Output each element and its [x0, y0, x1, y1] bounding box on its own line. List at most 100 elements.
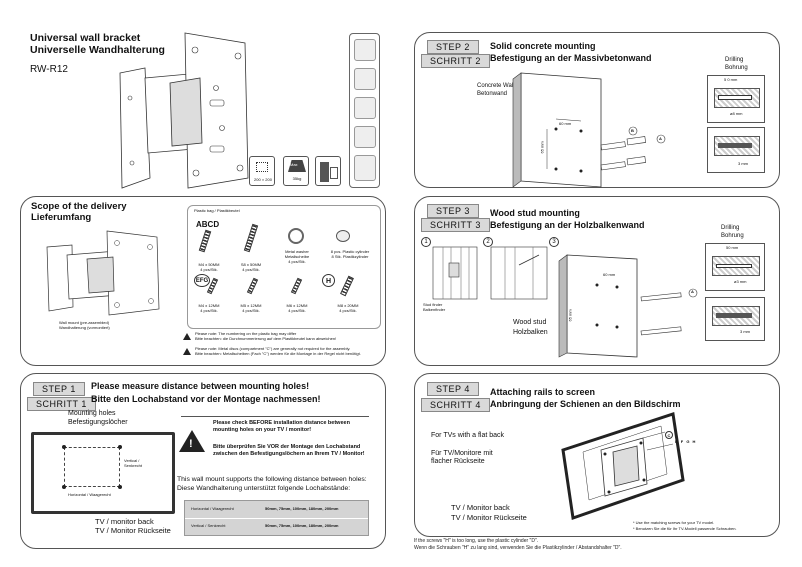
washer-icon [288, 228, 304, 244]
drill-gap: 3 mm [740, 329, 750, 334]
warning-icon [183, 348, 191, 355]
note2-de: Bitte beachten: Metallscheiben (Fach "C"… [195, 351, 361, 356]
drill-icon [354, 39, 376, 61]
step4-badge-de: SCHRITT 4 [421, 398, 490, 412]
part-qty: 4 pcs/Stk. [200, 308, 218, 313]
scope-title-en: Scope of the delivery [31, 201, 127, 212]
footer-line-2: Wenn die Schrauben "H" zu lang sind, ver… [414, 545, 622, 551]
part-qty: 4 pcs/Stk. [200, 267, 218, 272]
drilling-detail-1: 5 0 mm ø8 mm [707, 75, 765, 123]
step3-title-en: Wood stud mounting [490, 208, 580, 218]
screw-note-de: * Benutzen Sie die für Ihr TV-Modell pas… [633, 526, 737, 531]
stud-finder-en: Stud finder [423, 302, 443, 307]
tv-with-rails-diagram [561, 412, 685, 521]
label-b: B [631, 128, 634, 133]
row-values: 50mm, 75mm, 100mm, 180mm, 200mm [265, 506, 339, 511]
part-qty: 4 pcs/Stk. [242, 267, 260, 272]
part-qty: 4 pcs/Stk. [339, 308, 357, 313]
label-a: A [691, 289, 694, 294]
stud-finder-de: Balkenfinder [423, 307, 446, 312]
bag-label: Plastic bag / Plastikbeutel [194, 208, 240, 213]
tilt-icon [315, 156, 341, 186]
scope-title-de: Lieferumfang [31, 212, 92, 223]
drilling-detail-2: 3 mm [705, 297, 765, 341]
drill-depth: 5 0 mm [724, 77, 738, 82]
step1-badge-de: SCHRITT 1 [27, 397, 96, 411]
hammer-icon [354, 97, 376, 119]
vertical-label: Vertical / Senkrecht [124, 458, 143, 468]
step3-badge-de: SCHRITT 3 [421, 218, 490, 232]
letter-h: H [322, 274, 335, 287]
part-label: M5 x 12MM [240, 303, 262, 308]
note1-en: Please note: The numbering on the plasti… [195, 331, 297, 336]
substep-2: 2 [483, 237, 493, 247]
step4-title-de: Anbringung der Schienen an den Bildschir… [490, 399, 681, 409]
part-label: S8 x 50MM [240, 262, 262, 267]
vesa-icon: 200 × 200 [249, 156, 275, 186]
plastic-cylinder-icon [336, 230, 350, 242]
screw-icon [246, 277, 259, 295]
part-qty: 4 pcs/Stk. [288, 259, 306, 264]
drill-depth: 50 mm [726, 245, 739, 250]
step3-badge-en: STEP 3 [427, 204, 479, 218]
flat-back-de-1: Für TV/Monitore mit [431, 450, 493, 457]
tv-back-label-de: TV / Monitor Rückseite [95, 526, 171, 535]
tv-back-diagram: Vertical / Senkrecht Horizontal / Waager… [31, 432, 175, 514]
dim-horizontal: 60 mm [559, 121, 572, 126]
part-label: Metal washer [285, 249, 309, 254]
part-label: M8 x 20MM [337, 303, 359, 308]
wood-stud-wall-diagram [558, 254, 698, 358]
dim-vertical: 65 mm [567, 309, 573, 322]
wall-bracket-illustration [119, 32, 249, 189]
step2-badge-de: SCHRITT 2 [421, 54, 490, 68]
wall-label-en: Concrete Wall [477, 83, 515, 89]
note2-en: Please note: Metal discs (compartment "C… [195, 346, 351, 351]
part-label: 8 Stk. Plastikzylinder [331, 254, 369, 259]
flat-back-en: For TVs with a flat back [431, 432, 505, 439]
hole-pattern [64, 447, 120, 487]
labels-efgh: E F G H [675, 439, 697, 444]
flat-back-de-2: flacher Rückseite [431, 458, 485, 465]
part-label: M6 x 12MM [286, 303, 308, 308]
part-qty: 4 pcs/Stk. [242, 308, 260, 313]
wood-stud-de: Holzbalken [513, 329, 548, 336]
supports-en: This wall mount supports the following d… [177, 476, 367, 483]
drilling-label-de: Bohrung [725, 65, 748, 71]
scope-panel: Scope of the delivery Lieferumfang Wall … [20, 196, 386, 366]
concrete-wall-diagram [512, 72, 666, 188]
tv-back-label-en: TV / monitor back [95, 517, 154, 526]
supports-de: Diese Wandhalterung unterstützt folgende… [177, 485, 351, 492]
step3-panel: STEP 3 SCHRITT 3 Wood stud mounting Befe… [414, 196, 780, 366]
tv-back-de: TV / Monitor Rückseite [451, 513, 527, 522]
two-persons-icon [354, 155, 376, 181]
stud-finder-diagram [432, 246, 478, 300]
substep-3: 3 [549, 237, 559, 247]
part-label: Metallscheibe [284, 254, 310, 259]
letters-efg: EFG [194, 274, 210, 287]
note1-de: Bitte beachten: die Durchnummerierung au… [195, 336, 337, 341]
dim-horizontal: 60 mm [603, 272, 616, 277]
step2-panel: STEP 2 SCHRITT 2 Solid concrete mounting… [414, 32, 780, 188]
product-title-de: Universelle Wandhalterung [30, 44, 165, 56]
horizontal-label: Horizontal / Waagerecht [68, 492, 111, 497]
step1-title-de: Bitte den Lochabstand vor der Montage na… [91, 394, 321, 404]
mount-caption-de: Wandhalterung (vormontiert) [59, 325, 110, 330]
part-qty: 4 pcs/Stk. [288, 308, 306, 313]
step3-title-de: Befestigung an der Holzbalkenwand [490, 220, 645, 230]
label-a: A [659, 136, 662, 141]
row-values: 50mm, 75mm, 100mm, 180mm, 200mm [265, 523, 339, 528]
wrench-icon [354, 126, 376, 148]
holes-label-en: Mounting holes [68, 410, 116, 417]
letters-abcd: ABCD [196, 220, 220, 229]
screw-icon [198, 229, 212, 253]
weight-icon: Max 35kg [283, 156, 309, 186]
screw-icon [290, 277, 303, 295]
wall-mount-preassembled-illustration [46, 230, 160, 316]
hole-distance-table: Horizontal / Waagerecht 50mm, 75mm, 100m… [184, 500, 369, 536]
step4-panel: STEP 4 SCHRITT 4 Attaching rails to scre… [414, 373, 780, 537]
wood-stud-en: Wood stud [513, 319, 547, 326]
substep-1: 1 [421, 237, 431, 247]
drilling-label-en: Drilling [725, 57, 744, 63]
part-label: M4 x 12MM [198, 303, 220, 308]
label-c: C [665, 431, 673, 439]
